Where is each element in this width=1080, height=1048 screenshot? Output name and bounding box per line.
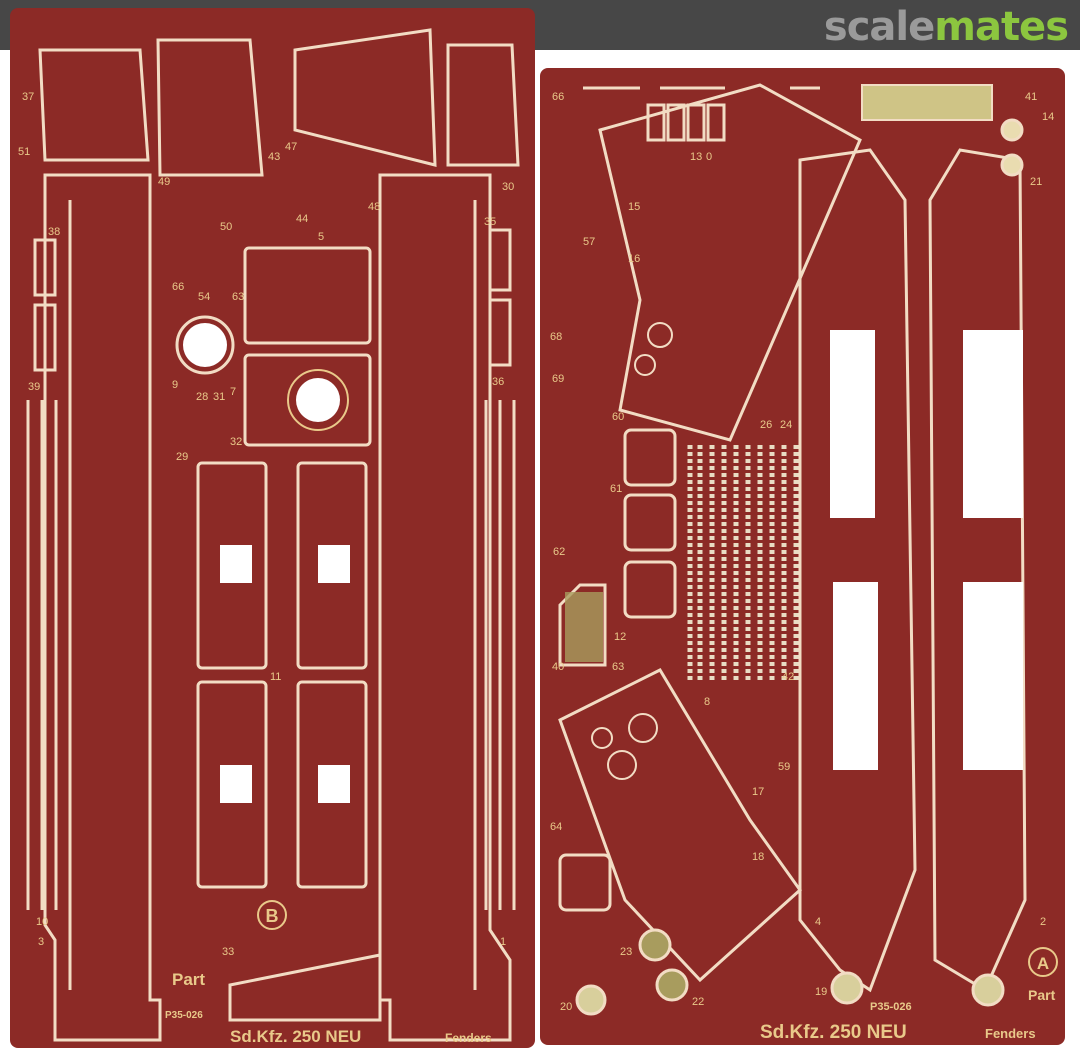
svg-text:60: 60 — [612, 411, 624, 423]
svg-text:42: 42 — [782, 671, 794, 683]
svg-text:63: 63 — [612, 661, 624, 673]
svg-text:63: 63 — [232, 291, 244, 303]
svg-text:14: 14 — [1042, 111, 1054, 123]
svg-text:37: 37 — [22, 91, 34, 103]
svg-text:68: 68 — [550, 331, 562, 343]
sheet-a-logo: Part — [1028, 987, 1056, 1003]
svg-text:20: 20 — [560, 1001, 572, 1013]
svg-text:24: 24 — [780, 419, 792, 431]
svg-text:44: 44 — [296, 213, 308, 225]
svg-text:17: 17 — [752, 786, 764, 798]
svg-text:51: 51 — [18, 146, 30, 158]
svg-text:54: 54 — [198, 291, 210, 303]
sheet-b-title: Sd.Kfz. 250 NEU — [230, 1027, 361, 1046]
svg-text:7: 7 — [230, 386, 236, 398]
scalemates-watermark: scalemates — [823, 4, 1069, 50]
svg-text:66: 66 — [552, 91, 564, 103]
svg-text:66: 66 — [172, 281, 184, 293]
svg-text:64: 64 — [550, 821, 562, 833]
sheet-b-subtitle: Fenders — [445, 1031, 492, 1045]
svg-text:59: 59 — [778, 761, 790, 773]
svg-text:47: 47 — [285, 141, 297, 153]
svg-text:15: 15 — [628, 201, 640, 213]
svg-text:22: 22 — [692, 996, 704, 1008]
svg-text:69: 69 — [552, 373, 564, 385]
svg-text:48: 48 — [368, 201, 380, 213]
svg-text:30: 30 — [502, 181, 514, 193]
svg-text:41: 41 — [1025, 91, 1037, 103]
svg-text:10: 10 — [36, 916, 48, 928]
svg-text:57: 57 — [583, 236, 595, 248]
svg-text:49: 49 — [158, 176, 170, 188]
svg-text:39: 39 — [28, 381, 40, 393]
svg-text:8: 8 — [704, 696, 710, 708]
svg-text:31: 31 — [213, 391, 225, 403]
svg-text:1: 1 — [500, 936, 506, 948]
svg-text:0: 0 — [706, 151, 712, 163]
svg-text:36: 36 — [492, 376, 504, 388]
sheet-b-letter: B — [266, 906, 279, 926]
svg-text:62: 62 — [553, 546, 565, 558]
svg-text:26: 26 — [760, 419, 772, 431]
sheet-a-code: P35-026 — [870, 1001, 912, 1013]
svg-text:32: 32 — [230, 436, 242, 448]
svg-text:12: 12 — [614, 631, 626, 643]
svg-text:33: 33 — [222, 946, 234, 958]
svg-text:50: 50 — [220, 221, 232, 233]
svg-text:35: 35 — [484, 216, 496, 228]
svg-text:38: 38 — [48, 226, 60, 238]
svg-text:61: 61 — [610, 483, 622, 495]
svg-text:5: 5 — [318, 231, 324, 243]
rivet-discs — [575, 118, 1024, 1016]
sheet-a: A Part P35-026 Sd.Kfz. 250 NEU Fenders 6… — [540, 68, 1065, 1045]
svg-text:4: 4 — [815, 916, 821, 928]
svg-text:16: 16 — [628, 253, 640, 265]
svg-text:19: 19 — [815, 986, 827, 998]
svg-text:43: 43 — [268, 151, 280, 163]
svg-text:28: 28 — [196, 391, 208, 403]
sheet-a-title: Sd.Kfz. 250 NEU — [760, 1022, 907, 1043]
svg-text:18: 18 — [752, 851, 764, 863]
svg-text:2: 2 — [1040, 916, 1046, 928]
svg-text:9: 9 — [172, 379, 178, 391]
svg-text:40: 40 — [552, 661, 564, 673]
sheet-a-letter: A — [1037, 954, 1049, 973]
svg-text:11: 11 — [270, 671, 281, 683]
svg-text:13: 13 — [690, 151, 702, 163]
svg-text:21: 21 — [1030, 176, 1042, 188]
svg-text:29: 29 — [176, 451, 188, 463]
svg-text:23: 23 — [620, 946, 632, 958]
sheet-b: B Part P35-026 Sd.Kfz. 250 NEU Fenders 3… — [10, 8, 535, 1048]
sheet-a-subtitle: Fenders — [985, 1026, 1036, 1041]
svg-text:3: 3 — [38, 936, 44, 948]
sheet-b-code: P35-026 — [165, 1010, 203, 1021]
sheet-b-logo: Part — [172, 970, 205, 989]
